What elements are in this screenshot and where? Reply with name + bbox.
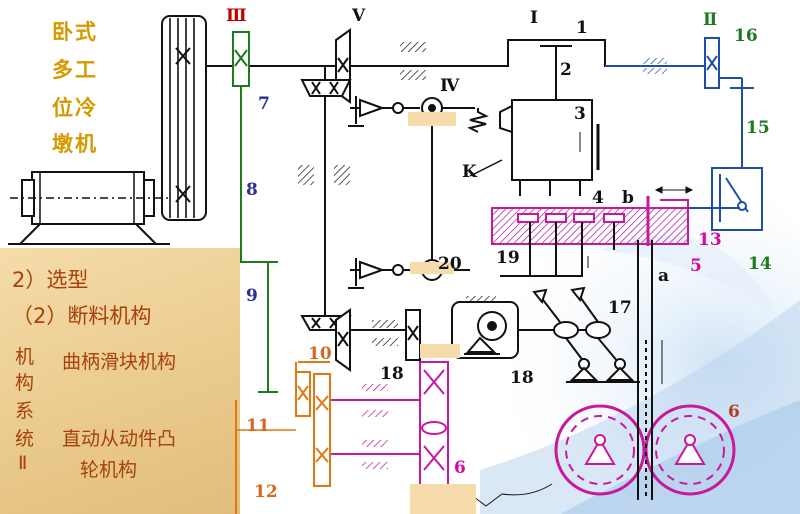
title-line-4: 墩机 (52, 132, 98, 156)
panel-heading: 2）选型 (12, 268, 89, 292)
label-6: 6 (454, 458, 466, 478)
label-2: 2 (560, 60, 572, 80)
side-label-3: 系 (15, 400, 35, 422)
side-label-5: Ⅱ (18, 452, 28, 474)
orange-gears (235, 361, 331, 514)
option-crank-slider: 曲柄滑块机构 (62, 351, 177, 373)
label-15: 15 (746, 118, 770, 138)
label-8: 8 (246, 180, 258, 200)
label-I: Ⅰ (530, 8, 538, 28)
label-K: K (462, 162, 477, 182)
motor (8, 171, 170, 245)
label-1: 1 (576, 18, 588, 38)
label-II: Ⅱ (703, 10, 718, 30)
label-19: 19 (496, 248, 520, 268)
label-6-right: 6 (728, 402, 740, 422)
label-12: 12 (254, 482, 278, 502)
panel-subheading: （2）断料机构 (12, 304, 152, 328)
green-shaft (232, 31, 278, 393)
label-14: 14 (748, 254, 772, 274)
option-cam-line2: 轮机构 (80, 459, 138, 481)
title-line-2: 多工 (52, 58, 98, 82)
bevel-gear-v (300, 28, 352, 372)
label-9: 9 (246, 286, 258, 306)
label-patch-18 (410, 484, 476, 514)
label-a: a (658, 266, 670, 286)
magenta-cutter (330, 196, 736, 496)
label-3: 3 (574, 104, 586, 124)
label-13: 13 (698, 230, 722, 250)
label-IV: Ⅳ (440, 76, 460, 96)
label-b: b (622, 188, 634, 208)
label-18-right: 18 (510, 368, 534, 388)
label-18-left: 18 (380, 364, 404, 384)
belt-drive (161, 15, 232, 221)
crank-mechanism-18 (405, 240, 653, 500)
label-V: Ⅴ (352, 6, 366, 26)
side-label-2: 构 (15, 372, 35, 394)
feed-rods-19 (500, 222, 615, 277)
label-20: 20 (438, 254, 462, 274)
option-cam-line1: 直动从动件凸 (62, 428, 177, 450)
cam-iv (348, 96, 456, 289)
title-line-3: 位冷 (52, 96, 98, 120)
label-10: 10 (308, 344, 332, 364)
label-16: 16 (734, 26, 758, 46)
bearings (298, 42, 426, 346)
title-line-1: 卧式 (52, 20, 98, 44)
blue-shaft (605, 37, 763, 231)
label-17: 17 (608, 298, 632, 318)
label-11: 11 (246, 416, 270, 436)
label-5: 5 (690, 256, 702, 276)
label-4: 4 (592, 188, 604, 208)
label-III: Ⅲ (226, 6, 247, 26)
label-7: 7 (258, 94, 270, 114)
side-label-1: 机 (15, 346, 35, 368)
side-label-4: 统 (15, 428, 35, 450)
slider-3 (467, 99, 600, 196)
selection-panel (0, 248, 240, 514)
